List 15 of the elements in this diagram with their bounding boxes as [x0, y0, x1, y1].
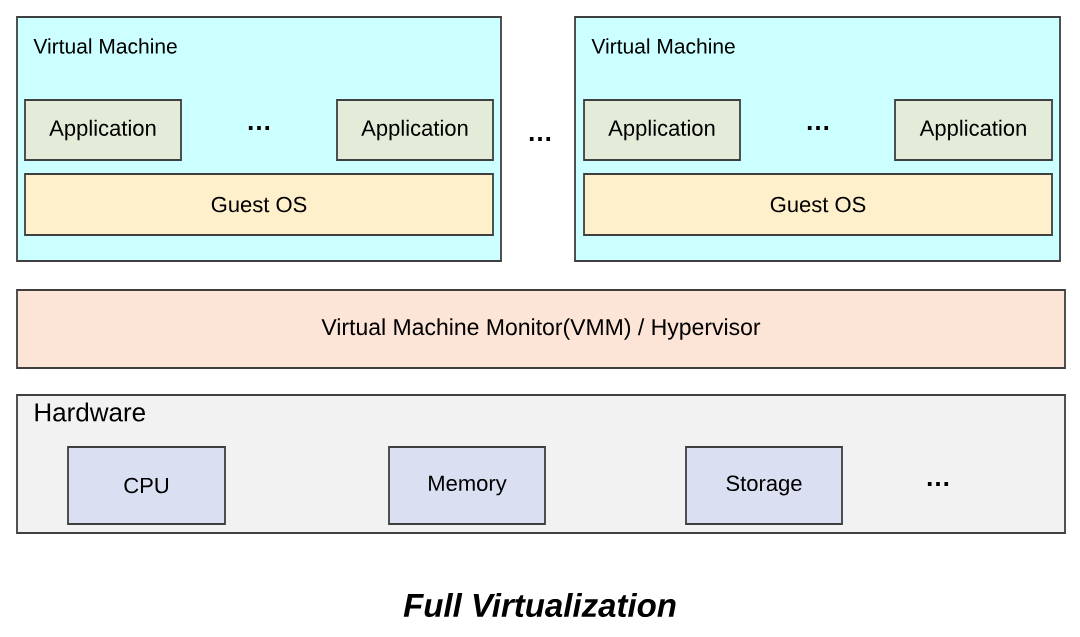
guest-os-box: Guest OS — [24, 173, 494, 236]
memory-box: Memory — [388, 446, 546, 525]
cpu-box: CPU — [67, 446, 226, 525]
hypervisor-band: Virtual Machine Monitor(VMM) / Hypervisor — [16, 289, 1066, 369]
guest-os-box: Guest OS — [583, 173, 1053, 236]
ellipsis: … — [807, 126, 829, 130]
application-box: Application — [24, 99, 182, 161]
application-box: Application — [894, 99, 1053, 161]
ellipsis: … — [248, 126, 270, 130]
caption: Full Virtualization — [403, 592, 676, 618]
storage-box: Storage — [685, 446, 843, 525]
ellipsis: … — [927, 482, 949, 486]
application-box: Application — [336, 99, 494, 161]
application-box: Application — [583, 99, 741, 161]
ellipsis: … — [529, 137, 551, 141]
